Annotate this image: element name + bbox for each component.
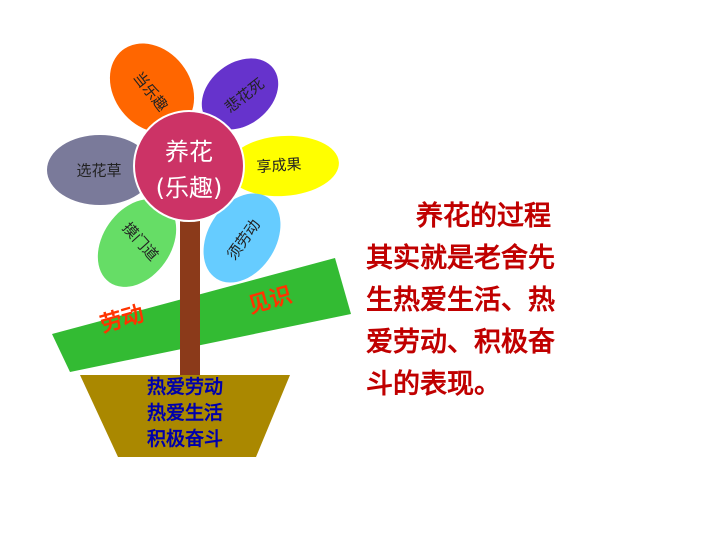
petal-xiang-cheng-guo bbox=[227, 135, 339, 197]
petal-mo-men-dao bbox=[97, 199, 177, 287]
center-subtitle: (乐趣) bbox=[156, 174, 223, 202]
petal-xu-lao-dong bbox=[203, 193, 281, 283]
center-title: 养花 bbox=[165, 138, 213, 166]
petal-label: 选花草 bbox=[76, 162, 121, 180]
summary-paragraph: 养花的过程 其实就是老舍先 生热爱生活、热 爱劳动、积极奋 斗的表现。 bbox=[366, 196, 646, 406]
petal-dang-le-qu bbox=[109, 43, 195, 133]
stem bbox=[180, 185, 200, 379]
summary-line: 斗的表现。 bbox=[366, 369, 501, 400]
flower-pot bbox=[80, 375, 290, 457]
pot-line: 热爱生活 bbox=[147, 401, 223, 424]
petal-label: 享成果 bbox=[256, 155, 302, 176]
pot-line: 热爱劳动 bbox=[147, 375, 223, 398]
leaf-band bbox=[52, 258, 351, 372]
petal-xuan-hua-cao bbox=[47, 135, 153, 205]
summary-line: 其实就是老舍先 bbox=[366, 243, 555, 274]
petal-bei-hua-si bbox=[201, 58, 279, 130]
pot-line: 积极奋斗 bbox=[147, 427, 223, 450]
summary-line: 生热爱生活、热 bbox=[366, 285, 555, 316]
summary-line: 养花的过程 bbox=[416, 201, 551, 232]
summary-line: 爱劳动、积极奋 bbox=[366, 327, 555, 358]
flower-center bbox=[133, 110, 245, 222]
